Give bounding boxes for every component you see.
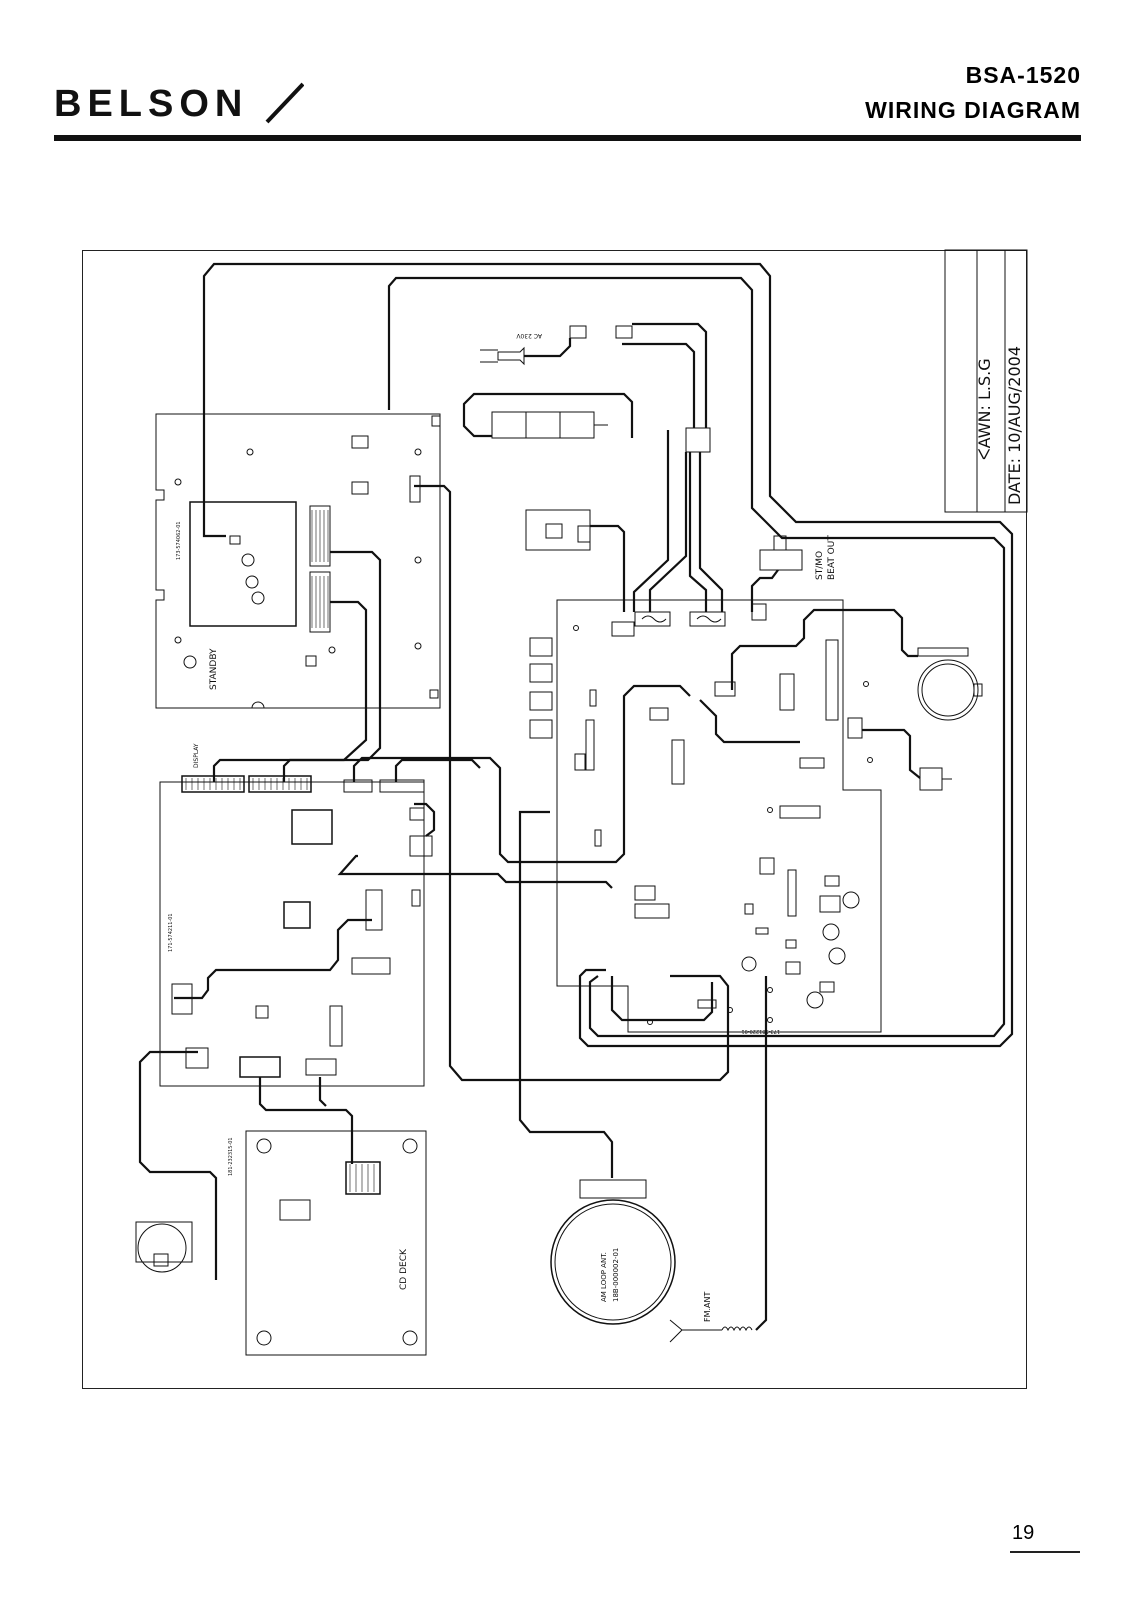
page-number-rule <box>1010 1551 1080 1553</box>
diagram-frame <box>82 250 1027 1389</box>
am-loop-antenna <box>550 1179 676 1325</box>
ac-input-label: AC 230V <box>515 332 542 339</box>
tape-motor <box>917 647 983 721</box>
brand-logo-text: BELSON <box>54 83 248 125</box>
front-pcb-part-number: 173-574062-01 <box>176 521 182 560</box>
headphone-jack <box>919 767 952 791</box>
am-loop-part-number: 18B-000002-01 <box>612 1248 620 1302</box>
model-number: BSA-1520 <box>965 62 1081 88</box>
belson-logo: BELSON <box>54 82 304 125</box>
standby-label: STANDBY <box>209 648 219 690</box>
page-number: 19 <box>1012 1522 1035 1544</box>
transformer-connector <box>569 325 711 453</box>
main-pcb-part-number: 173-581220-01 <box>741 1028 780 1034</box>
fm-antenna <box>669 1319 753 1343</box>
cd-motor <box>135 1221 193 1273</box>
mpu-pcb-part-number: 171-574211-01 <box>168 913 174 952</box>
am-loop-label: AM LOOP ANT. <box>600 1252 608 1302</box>
ac-plug <box>480 346 525 366</box>
cd-deck-label: CD DECK <box>399 1248 409 1290</box>
wire-harness <box>138 262 1014 1331</box>
tape-head-switch <box>525 509 591 551</box>
cd-deck <box>245 1130 427 1356</box>
battery-holder <box>491 411 608 439</box>
cd-pcb-part-number: 181-232315-01 <box>228 1137 234 1176</box>
header-rule <box>54 135 1081 141</box>
st-mo-switch <box>759 535 803 571</box>
date-label: DATE: 10/AUG/2004 <box>1005 346 1024 505</box>
drawn-by-label: ᐸAWN: L.S.G <box>975 358 994 460</box>
beat-out-label: BEAT OUT <box>827 535 837 580</box>
front-panel-pcb <box>155 413 441 709</box>
mpu-pcb <box>159 775 433 1087</box>
main-pcb <box>529 599 882 1033</box>
display-label: DISPLAY <box>193 743 200 768</box>
title-block <box>944 249 1028 513</box>
fm-ant-label: FM.ANT <box>703 1291 712 1322</box>
st-mo-label: ST/MO <box>815 551 825 580</box>
document-title: WIRING DIAGRAM <box>865 97 1081 123</box>
